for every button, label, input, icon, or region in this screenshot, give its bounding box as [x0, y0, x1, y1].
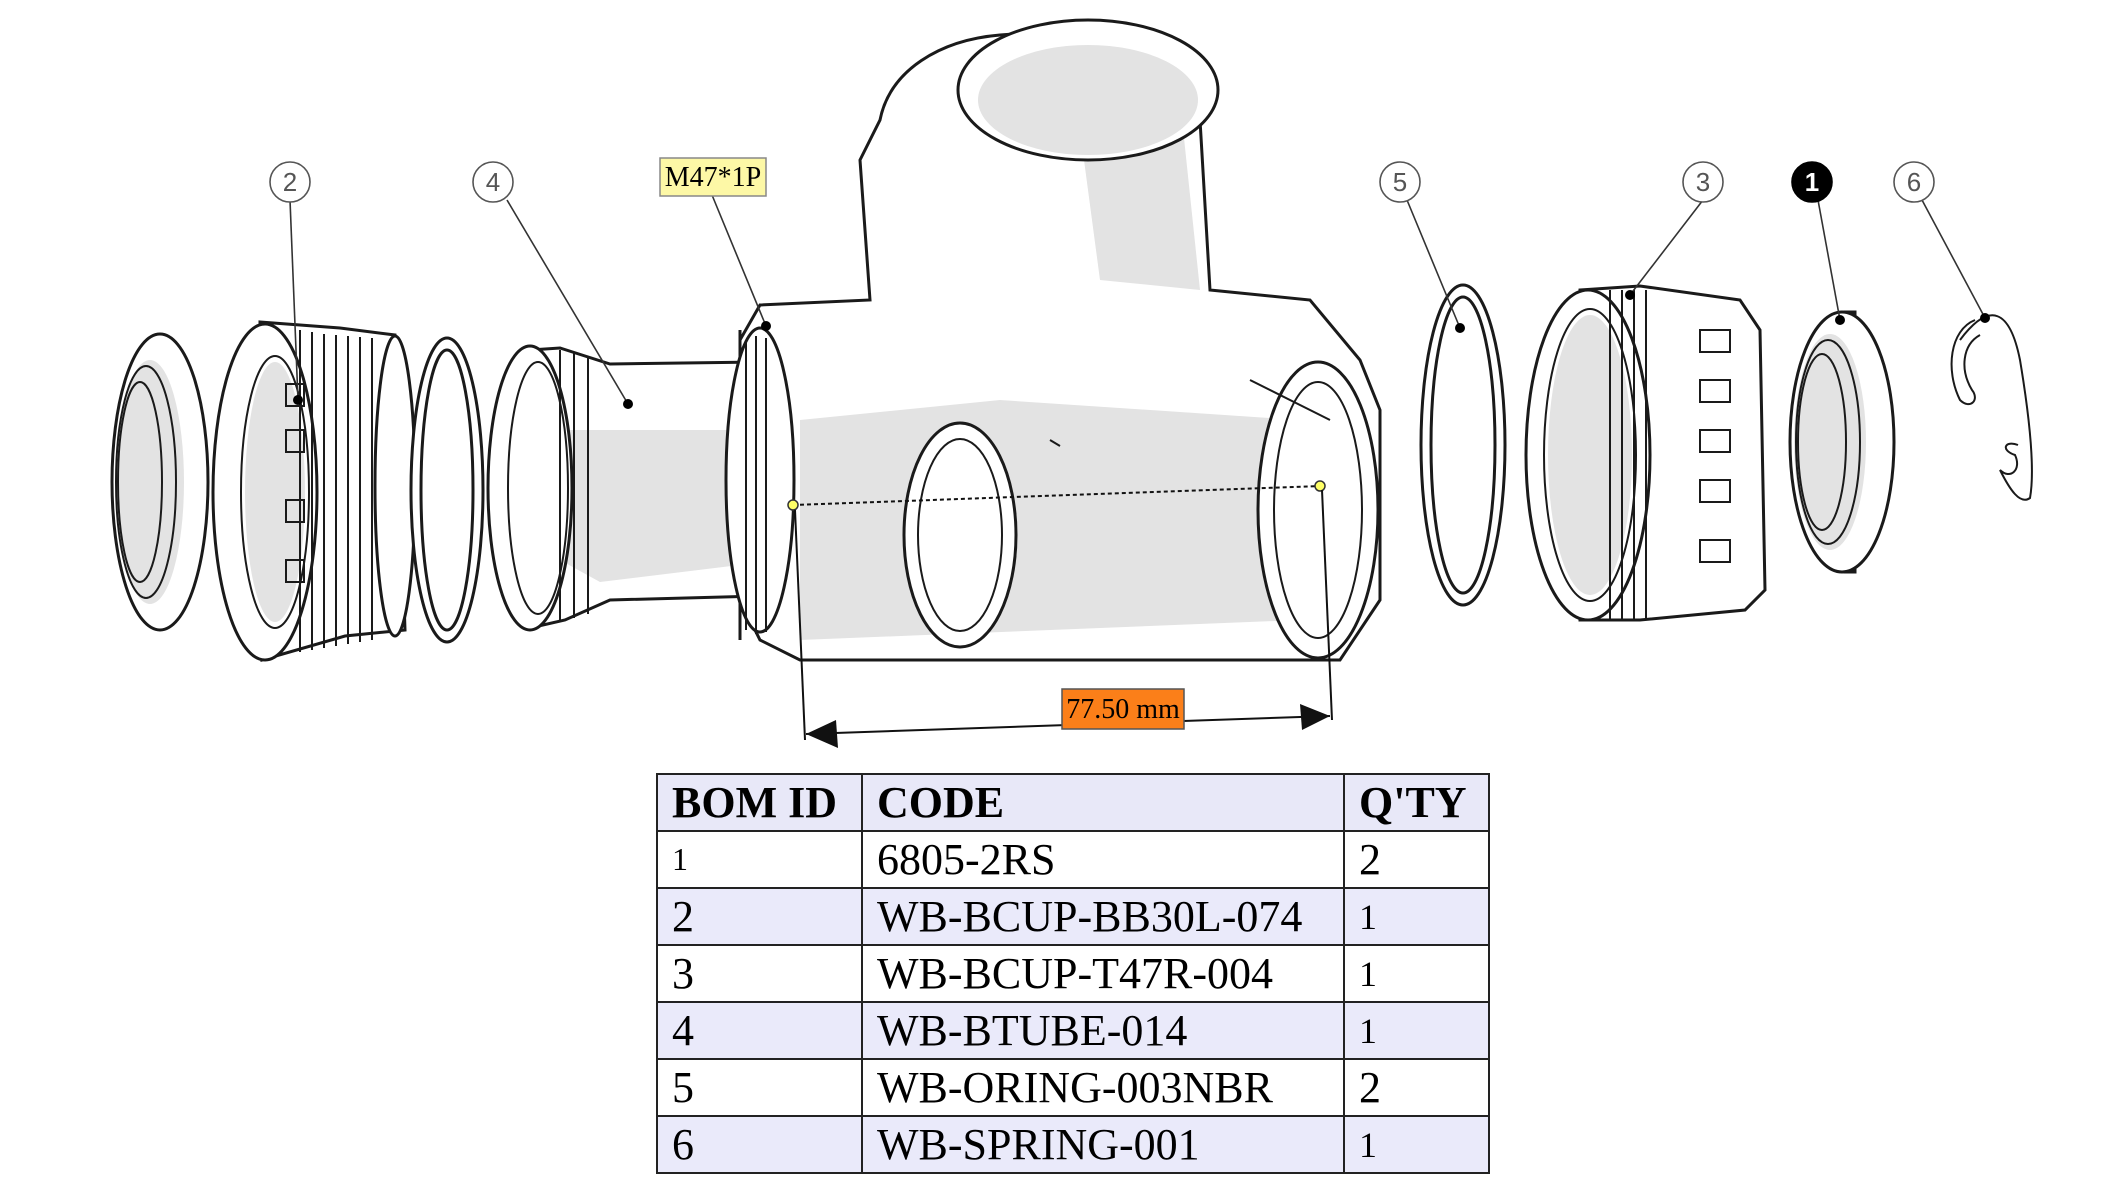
svg-text:5: 5: [1393, 167, 1407, 197]
balloon-4: 4: [472, 161, 514, 203]
balloon-3: 3: [1682, 161, 1724, 203]
code-cell: WB-BCUP-BB30L-074: [861, 887, 1345, 946]
spring-clip: [1950, 314, 2033, 501]
code-cell: WB-SPRING-001: [861, 1115, 1345, 1174]
code-cell: WB-BCUP-T47R-004: [861, 944, 1345, 1003]
bom-id-cell: 2: [656, 887, 863, 946]
bom-table: BOM ID CODE Q'TY 1 6805-2RS 2 2 WB-BCUP-…: [656, 773, 1490, 1174]
qty-cell: 2: [1343, 830, 1490, 889]
balloon-2: 2: [269, 161, 311, 203]
header-qty: Q'TY: [1343, 773, 1490, 832]
qty-cell: 1: [1343, 887, 1490, 946]
header-bom-id: BOM ID: [656, 773, 863, 832]
table-row: 3 WB-BCUP-T47R-004 1: [656, 944, 1490, 1003]
bottom-bracket-tube: [486, 344, 792, 632]
table-row: 6 WB-SPRING-001 1: [656, 1115, 1490, 1174]
bom-header-row: BOM ID CODE Q'TY: [656, 773, 1490, 832]
header-code: CODE: [861, 773, 1345, 832]
qty-cell: 2: [1343, 1058, 1490, 1117]
svg-text:1: 1: [1805, 167, 1819, 197]
o-ring-right: [1419, 283, 1507, 607]
qty-cell: 1: [1343, 1001, 1490, 1060]
balloon-1-highlighted: 1: [1791, 161, 1833, 203]
table-row: 1 6805-2RS 2: [656, 830, 1490, 889]
table-row: 4 WB-BTUBE-014 1: [656, 1001, 1490, 1060]
bottom-bracket-cup-right: [1524, 284, 1767, 622]
bottom-bracket-shell: [724, 18, 1382, 662]
svg-text:2: 2: [283, 167, 297, 197]
code-cell: WB-ORING-003NBR: [861, 1058, 1345, 1117]
svg-text:6: 6: [1907, 167, 1921, 197]
table-row: 5 WB-ORING-003NBR 2: [656, 1058, 1490, 1117]
leader-lines: [289, 194, 1990, 409]
qty-cell: 1: [1343, 1115, 1490, 1174]
bom-id-cell: 1: [656, 830, 863, 889]
bom-id-cell: 5: [656, 1058, 863, 1117]
dimension-label: 77.50 mm: [1061, 688, 1185, 730]
bom-id-cell: 3: [656, 944, 863, 1003]
svg-text:M47*1P: M47*1P: [665, 162, 761, 193]
thread-callout: M47*1P: [659, 157, 767, 197]
bottom-bracket-cup-left: [211, 320, 417, 662]
qty-cell: 1: [1343, 944, 1490, 1003]
bom-id-cell: 4: [656, 1001, 863, 1060]
svg-text:4: 4: [486, 167, 500, 197]
code-cell: WB-BTUBE-014: [861, 1001, 1345, 1060]
balloon-6: 6: [1893, 161, 1935, 203]
bearing-left: [110, 332, 210, 632]
table-row: 2 WB-BCUP-BB30L-074 1: [656, 887, 1490, 946]
svg-text:77.50 mm: 77.50 mm: [1066, 694, 1180, 725]
code-cell: 6805-2RS: [861, 830, 1345, 889]
balloon-5: 5: [1379, 161, 1421, 203]
bom-id-cell: 6: [656, 1115, 863, 1174]
o-ring-left: [409, 336, 485, 644]
bearing-right: [1788, 310, 1896, 574]
bom-table-container: BOM ID CODE Q'TY 1 6805-2RS 2 2 WB-BCUP-…: [656, 773, 1490, 1174]
svg-text:3: 3: [1696, 167, 1710, 197]
